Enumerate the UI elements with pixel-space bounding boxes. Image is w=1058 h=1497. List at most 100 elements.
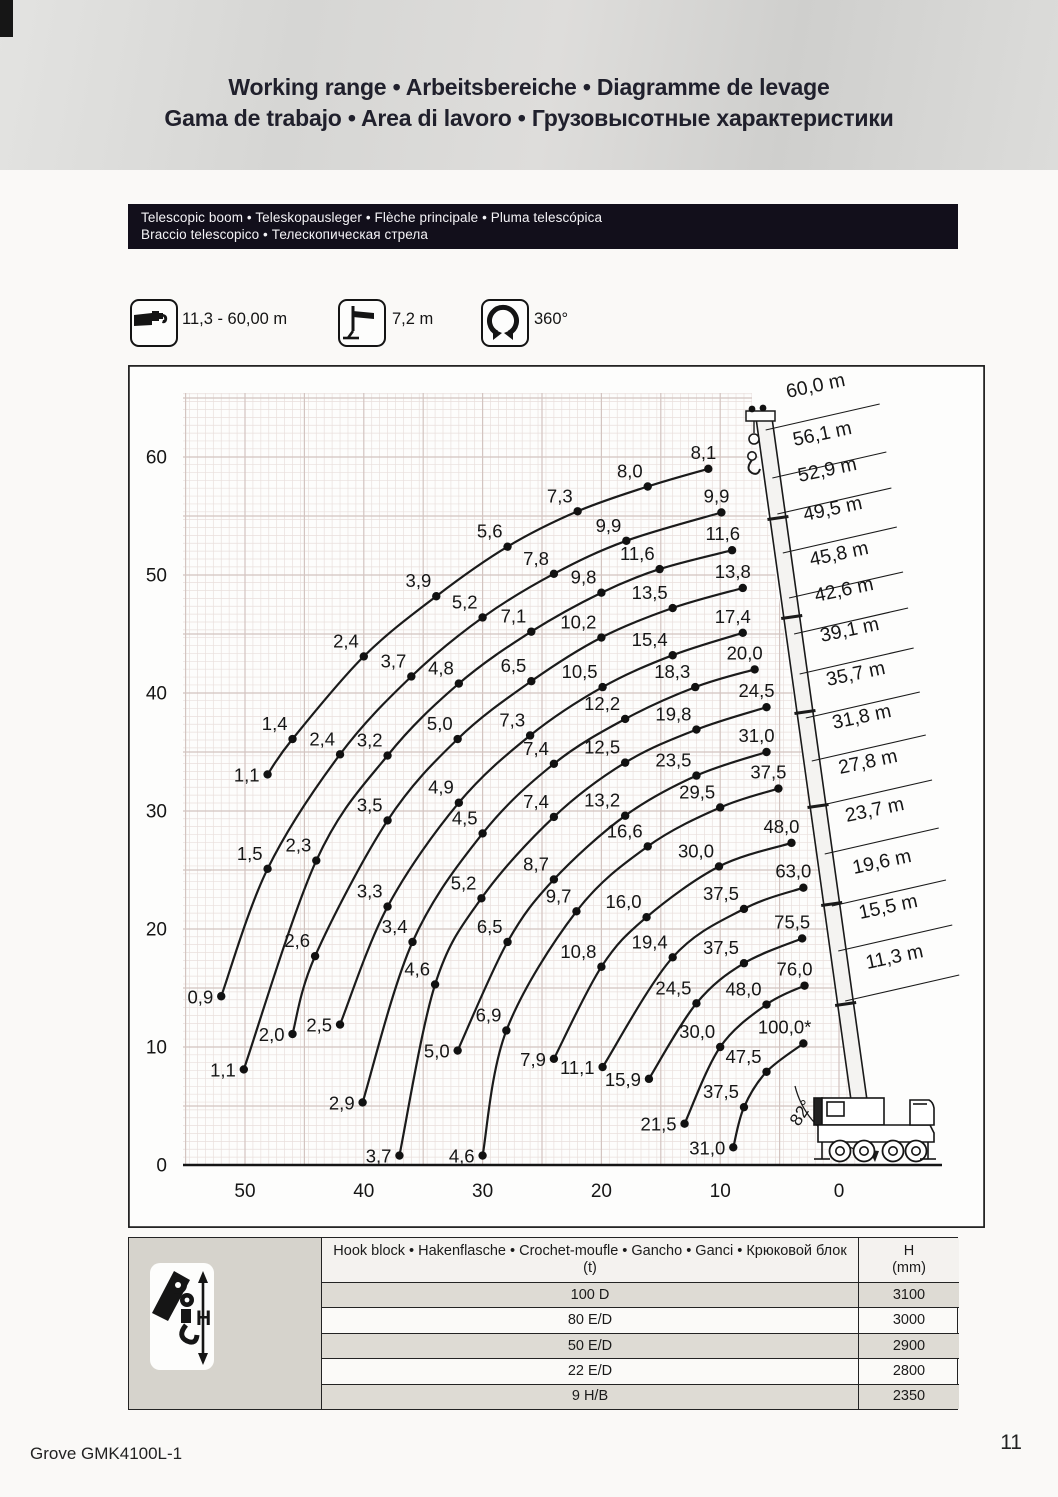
x-axis-tick-label: 10: [710, 1181, 731, 1202]
capacity-label: 17,4: [715, 606, 751, 627]
telescopic-boom-glyph: [134, 311, 168, 326]
capacity-label: 5,0: [424, 1041, 450, 1062]
capacity-point: [739, 904, 749, 914]
capacity-label: 9,7: [546, 885, 572, 906]
capacity-point: [503, 542, 512, 551]
crane-illustration: [813, 1097, 936, 1163]
section-header-bar: Telescopic boom • Teleskopausleger • Flè…: [128, 204, 958, 249]
capacity-point: [478, 613, 487, 622]
x-axis-tick-label: 20: [591, 1181, 612, 1202]
capacity-point: [622, 536, 631, 545]
capacity-point: [668, 603, 677, 613]
capacity-point: [680, 1119, 689, 1128]
header-band: [0, 0, 1058, 170]
capacity-point: [692, 725, 701, 734]
capacity-point: [408, 937, 417, 947]
hook-block-table-header: Hook block • Hakenflasche • Crochet-mouf…: [322, 1238, 959, 1283]
hook-block-height-mm: 3100: [892, 1286, 926, 1303]
hook-block-icon: H: [150, 1263, 214, 1370]
outrigger-spread-icon: [338, 299, 386, 347]
capacity-label: 5,2: [452, 591, 478, 612]
capacity-point: [359, 652, 368, 661]
capacity-label: 37,5: [703, 937, 739, 958]
capacity-label: 15,4: [632, 629, 668, 650]
capacity-point: [655, 564, 664, 574]
capacity-label: 8,0: [617, 461, 643, 482]
capacity-point: [787, 838, 796, 848]
hook-block-type: 22 E/D: [322, 1359, 859, 1384]
capacity-label: 75,5: [774, 911, 810, 932]
capacity-label: 9,9: [704, 485, 730, 506]
capacity-point: [549, 812, 559, 822]
capacity-point: [799, 883, 808, 892]
hook-block-height-mm: 3000: [892, 1312, 926, 1329]
capacity-label: 1,5: [237, 843, 263, 864]
capacity-label: 11,1: [560, 1057, 595, 1078]
capacity-point: [453, 734, 462, 744]
capacity-point: [668, 651, 677, 660]
capacity-label: 7,1: [501, 606, 527, 627]
capacity-label: 15,9: [605, 1069, 641, 1090]
capacity-label: 19,4: [632, 931, 668, 952]
capacity-label: 24,5: [739, 680, 775, 701]
capacity-point: [716, 803, 725, 812]
capacity-point: [598, 682, 607, 692]
capacity-label: 9,8: [571, 567, 597, 588]
capacity-label: 3,7: [366, 1146, 392, 1167]
capacity-label: 1,1: [234, 764, 260, 785]
capacity-point: [797, 934, 807, 943]
section-bar-line2: Braccio telescopico • Телескопическая ст…: [141, 227, 428, 242]
capacity-label: 1,4: [262, 713, 288, 734]
capacity-point: [288, 734, 297, 744]
slewing-range-icon: [481, 299, 529, 347]
capacity-label: 8,7: [523, 853, 549, 874]
capacity-label: 4,8: [428, 658, 454, 679]
capacity-point: [263, 864, 272, 874]
capacity-point: [263, 770, 272, 779]
capacity-point: [573, 507, 582, 516]
capacity-point: [762, 1067, 771, 1076]
capacity-label: 7,3: [547, 485, 573, 506]
capacity-label: 6,5: [501, 655, 527, 676]
capacity-label: 3,5: [357, 794, 383, 815]
footer-model-label: Grove GMK4100L-1: [30, 1444, 183, 1463]
capacity-label: 5,2: [451, 872, 477, 893]
capacity-point: [642, 913, 651, 922]
capacity-label: 16,6: [607, 820, 643, 841]
y-axis-tick-label: 0: [156, 1156, 167, 1177]
capacity-point: [762, 747, 771, 757]
capacity-label: 12,5: [584, 737, 620, 758]
capacity-point: [750, 665, 759, 674]
capacity-label: 2,4: [333, 630, 359, 651]
capacity-label: 7,4: [523, 738, 549, 759]
capacity-point: [358, 1098, 367, 1107]
capacity-point: [739, 959, 749, 968]
capacity-point: [597, 962, 606, 971]
capacity-point: [477, 894, 486, 903]
capacity-label: 76,0: [777, 959, 813, 980]
capacity-point: [714, 862, 724, 871]
capacity-label: 6,5: [477, 916, 503, 937]
capacity-label: 3,4: [382, 916, 408, 937]
scan-corner-mark: [0, 0, 13, 37]
capacity-curve-10: [601, 886, 804, 1068]
capacity-label: 12,2: [584, 693, 620, 714]
capacity-point: [692, 999, 701, 1008]
hook-block-type: 9 H/B: [322, 1384, 859, 1410]
hook-block-type: 50 E/D: [322, 1333, 859, 1359]
capacity-label: 16,0: [606, 891, 642, 912]
capacity-label: 11,6: [705, 523, 740, 544]
capacity-point: [800, 981, 809, 990]
capacity-point: [432, 592, 441, 601]
capacity-point: [620, 758, 630, 767]
y-axis-tick-label: 10: [146, 1038, 167, 1059]
capacity-point: [597, 633, 606, 642]
capacity-label: 5,6: [477, 521, 503, 542]
hook-height-header-line2: (mm): [892, 1260, 926, 1276]
capacity-curves: 1,11,42,43,95,67,38,08,10,91,52,43,75,27…: [188, 442, 813, 1167]
capacity-label: 4,9: [428, 777, 454, 798]
capacity-label: 10,2: [560, 612, 596, 633]
